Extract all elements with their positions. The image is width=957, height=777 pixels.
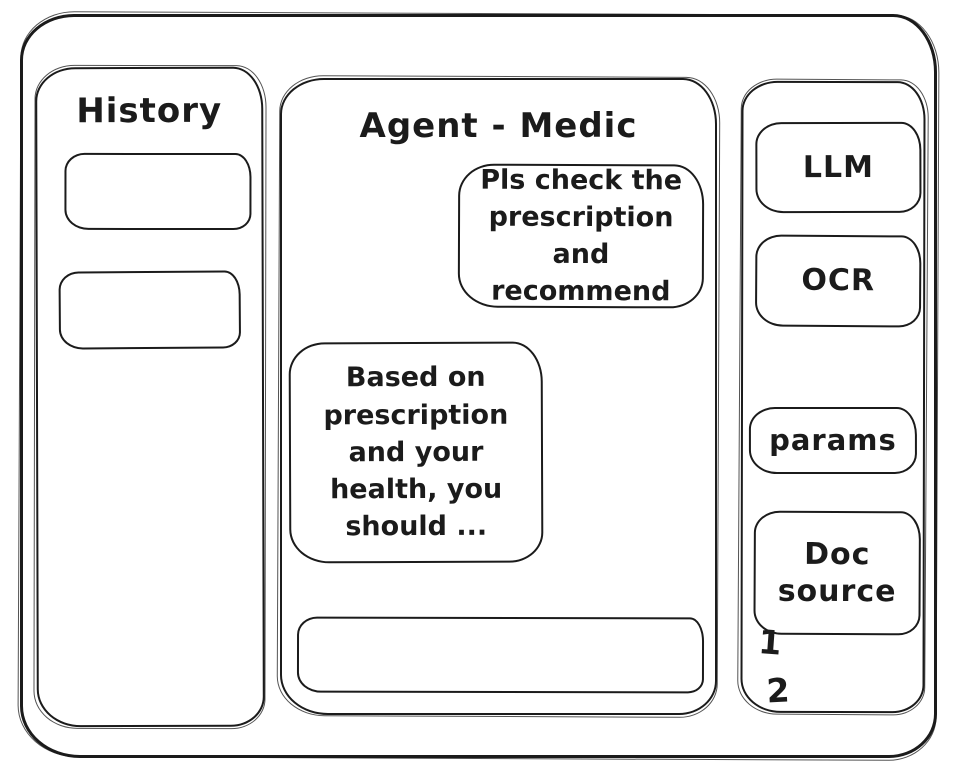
message-input[interactable] [296,616,705,694]
user-message-bubble: Pls check the prescription and recommend [457,163,705,309]
outer-frame: History Agent - Medic Pls check the pres… [20,14,937,758]
chat-title: Agent - Medic [359,106,638,146]
history-title: History [76,90,223,132]
llm-button[interactable]: LLM [755,121,922,214]
history-item[interactable] [64,152,252,231]
tools-sidebar: LLM OCR params Doc source 1 2 [740,80,926,714]
agent-message-bubble: Based on prescription and your health, y… [288,341,544,564]
history-item[interactable] [58,270,242,350]
doc-source-item-2[interactable]: 2 [765,670,791,711]
params-button[interactable]: params [748,406,917,475]
chat-panel: Agent - Medic Pls check the prescription… [280,78,717,715]
history-sidebar: History [35,66,265,728]
doc-source-button[interactable]: Doc source [753,510,921,636]
doc-source-item-1[interactable]: 1 [757,622,783,663]
ocr-button[interactable]: OCR [754,234,922,328]
